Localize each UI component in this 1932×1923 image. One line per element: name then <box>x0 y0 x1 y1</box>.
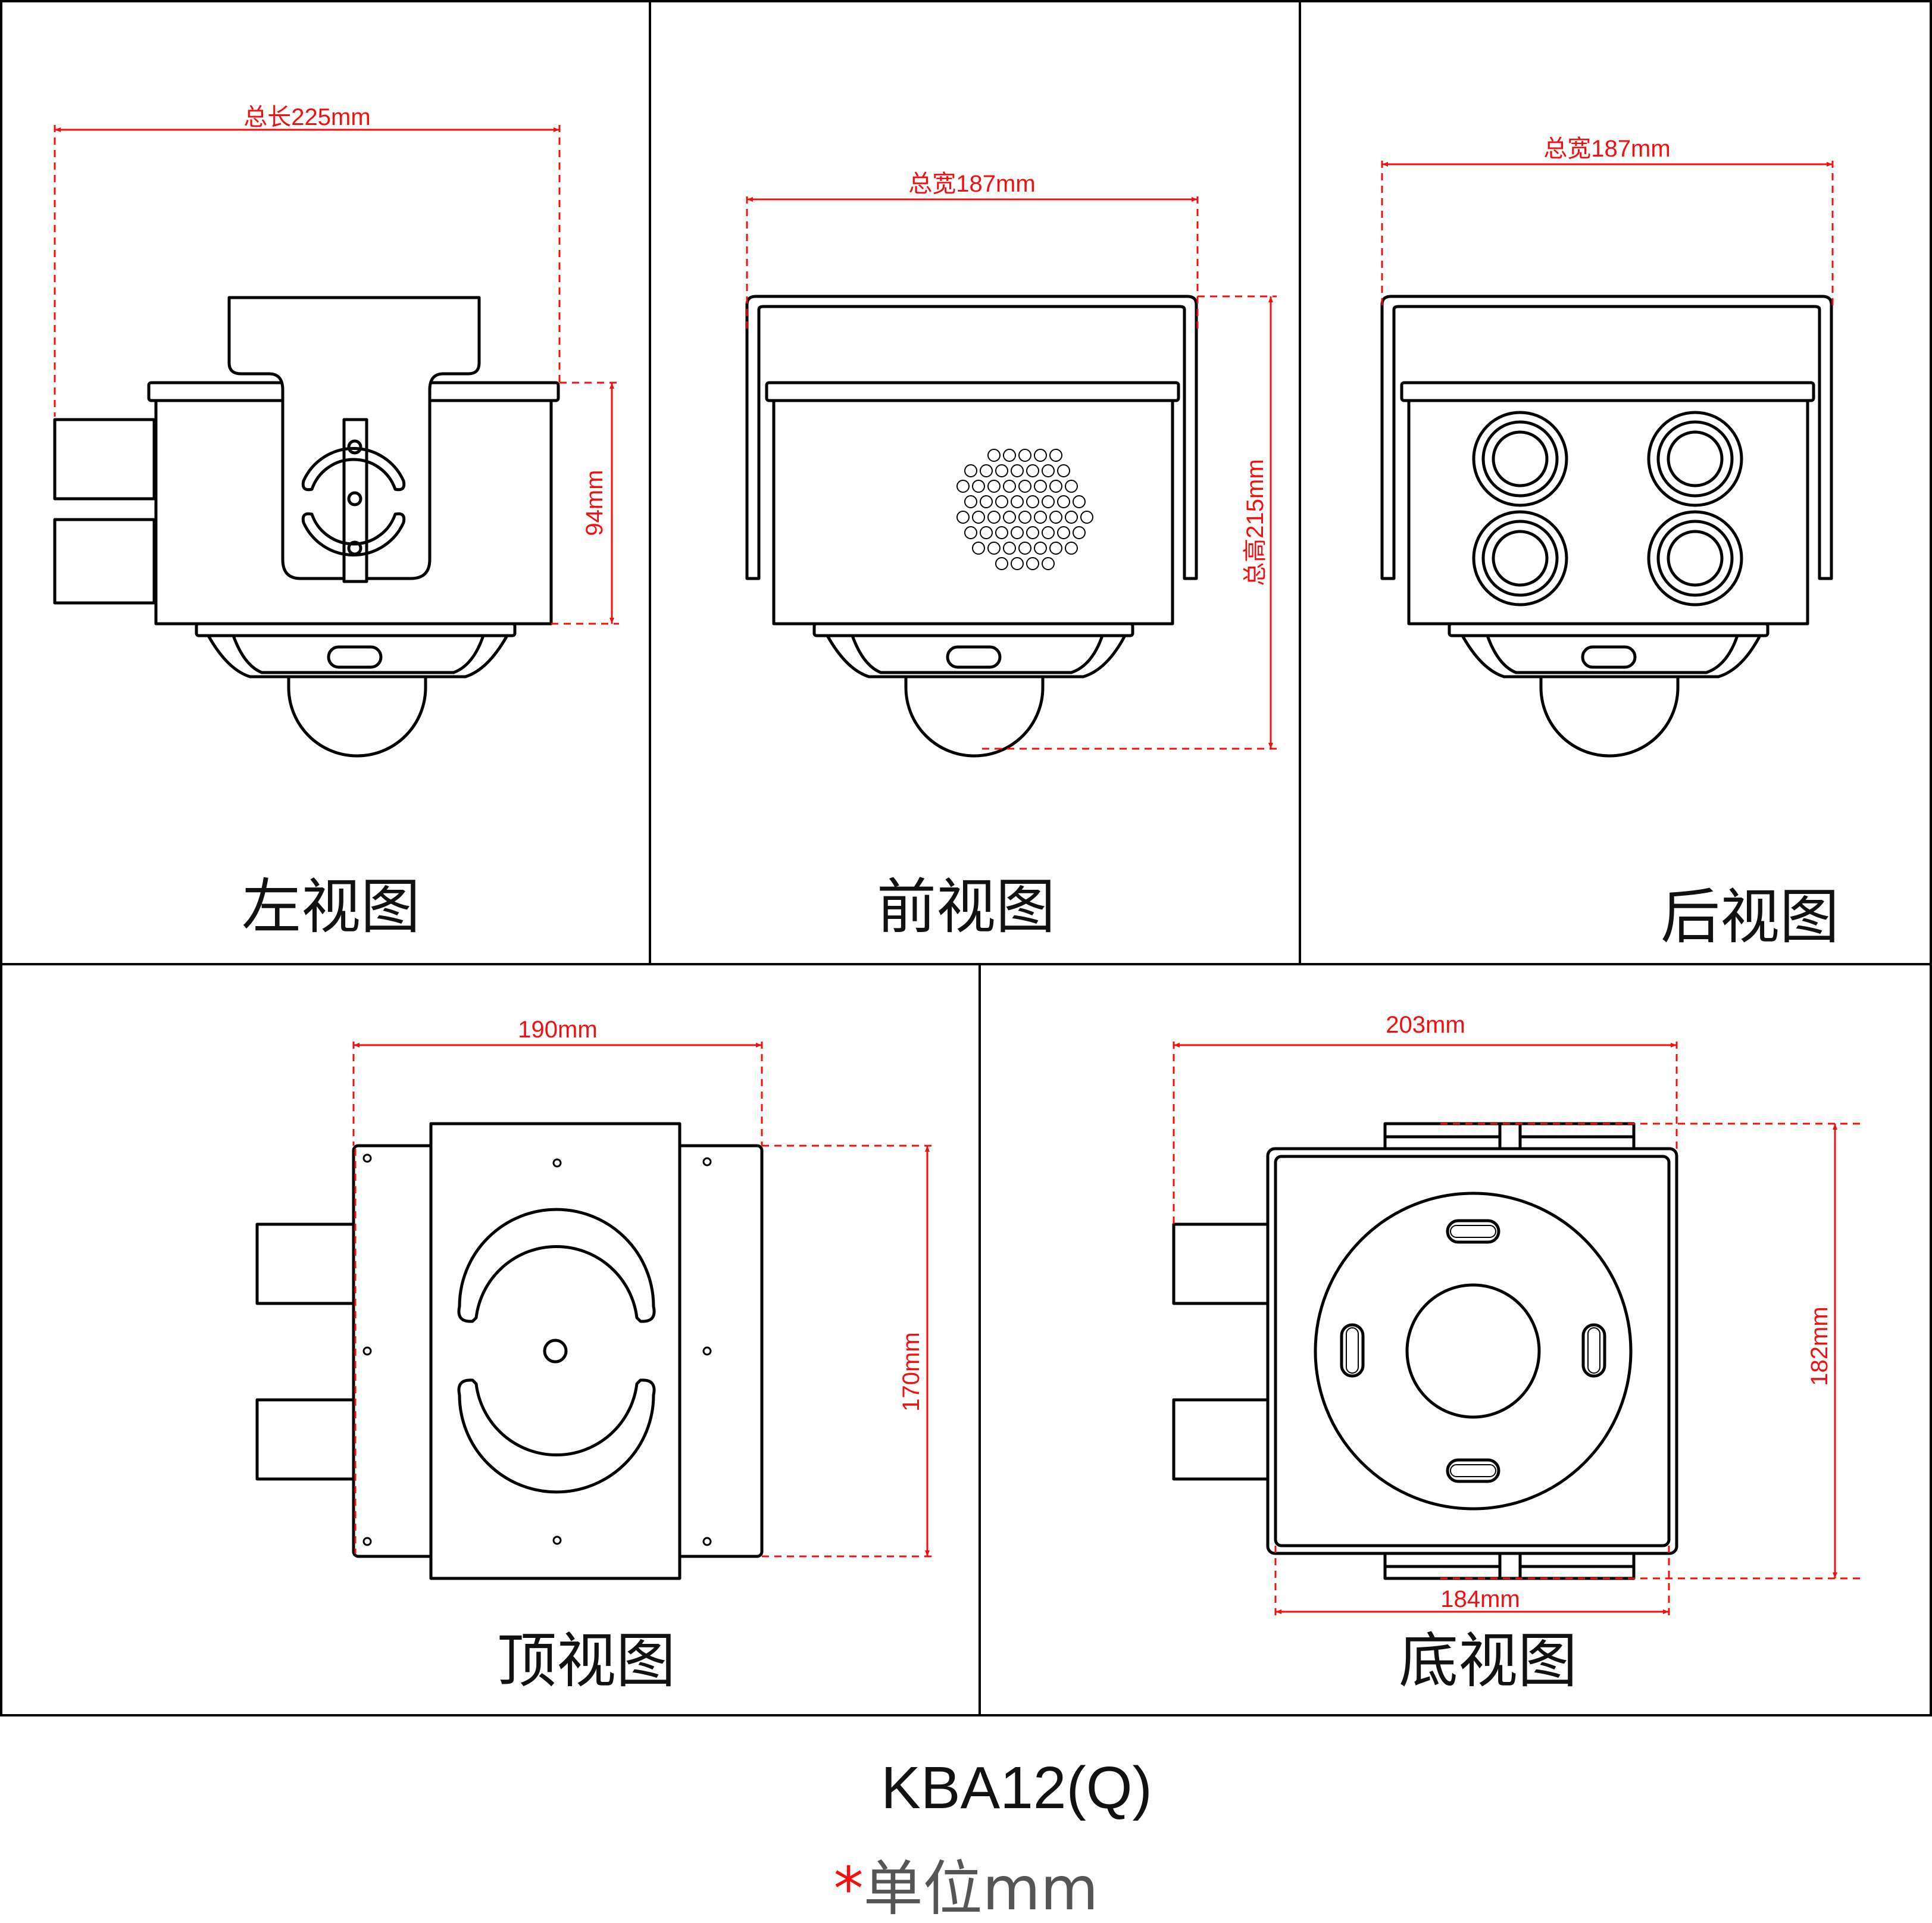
speaker-hole <box>1003 480 1016 493</box>
dimension-labels: 总长225mm 94mm 总宽187mm 总高215mm 总宽187mm 190… <box>243 104 1833 1612</box>
speaker-hole <box>1011 526 1024 539</box>
speaker-hole <box>1026 526 1039 539</box>
speaker-hole <box>1018 480 1031 493</box>
front-height-label: 总高215mm <box>1242 459 1268 586</box>
front-width-label: 总宽187mm <box>908 171 1035 197</box>
top-height-label: 170mm <box>898 1332 924 1411</box>
speaker-hole <box>1042 526 1055 539</box>
speaker-hole <box>980 526 993 539</box>
speaker-hole <box>956 480 970 493</box>
speaker-hole <box>1011 464 1024 477</box>
speaker-hole <box>1034 480 1047 493</box>
left-view-drawing <box>53 296 560 758</box>
speaker-hole <box>995 526 1008 539</box>
speaker-hole <box>987 449 1001 462</box>
panel-grid <box>0 0 1932 1716</box>
speaker-hole <box>1003 449 1016 462</box>
speaker-hole <box>1034 449 1047 462</box>
speaker-hole <box>1018 449 1031 462</box>
speaker-hole <box>1034 542 1047 555</box>
speaker-hole <box>995 464 1008 477</box>
model-number: KBA12(Q) <box>881 1755 1152 1821</box>
speaker-hole <box>980 464 993 477</box>
back-view-label: 后视图 <box>1661 882 1839 952</box>
front-view-drawing <box>745 295 1198 758</box>
speaker-hole <box>964 495 977 508</box>
bottom-view-drawing <box>1172 1122 1678 1580</box>
bottom-view-label: 底视图 <box>1399 1626 1577 1696</box>
top-view-label: 顶视图 <box>497 1626 676 1696</box>
speaker-hole <box>980 495 993 508</box>
speaker-hole <box>1049 480 1062 493</box>
dimension-lines <box>54 125 1860 1616</box>
speaker-hole <box>1026 495 1039 508</box>
back-width-label: 总宽187mm <box>1543 136 1670 162</box>
view-labels: 左视图 前视图 后视图 顶视图 底视图 <box>242 872 1839 1696</box>
speaker-hole <box>964 464 977 477</box>
speaker-hole <box>1026 557 1039 570</box>
speaker-hole <box>995 495 1008 508</box>
speaker-hole <box>972 542 985 555</box>
speaker-hole <box>1042 464 1055 477</box>
speaker-hole <box>1018 511 1031 524</box>
speaker-hole <box>1049 542 1062 555</box>
speaker-hole <box>1073 495 1086 508</box>
speaker-hole <box>1026 464 1039 477</box>
front-view-label: 前视图 <box>877 872 1055 942</box>
speaker-hole <box>1034 511 1047 524</box>
speaker-hole <box>1018 542 1031 555</box>
bottom-width-top-label: 203mm <box>1386 1012 1465 1038</box>
speaker-hole <box>972 511 985 524</box>
speaker-hole <box>1011 557 1024 570</box>
speaker-hole <box>1073 526 1086 539</box>
bottom-height-label: 182mm <box>1806 1306 1833 1386</box>
back-view-drawing <box>1380 295 1833 758</box>
speaker-hole <box>1042 495 1055 508</box>
left-height-label: 94mm <box>582 470 608 536</box>
speaker-hole <box>1042 557 1055 570</box>
speaker-hole <box>956 511 970 524</box>
speaker-hole <box>1057 495 1070 508</box>
top-width-label: 190mm <box>518 1017 597 1043</box>
speaker-hole <box>987 480 1001 493</box>
speaker-hole <box>995 557 1008 570</box>
left-view-label: 左视图 <box>242 872 420 942</box>
speaker-hole <box>1003 542 1016 555</box>
speaker-hole <box>1057 526 1070 539</box>
bottom-width-bottom-label: 184mm <box>1440 1586 1520 1612</box>
unit-note: *单位mm <box>834 1854 1099 1923</box>
speaker-hole <box>987 542 1001 555</box>
unit-asterisk: * <box>834 1854 864 1923</box>
speaker-hole <box>964 526 977 539</box>
speaker-hole <box>987 511 1001 524</box>
speaker-hole <box>1049 449 1062 462</box>
speaker-hole <box>1065 511 1078 524</box>
speaker-hole <box>1057 464 1070 477</box>
speaker-hole <box>1080 511 1093 524</box>
unit-text: 单位mm <box>864 1854 1099 1923</box>
speaker-hole <box>972 480 985 493</box>
speaker-hole <box>1011 495 1024 508</box>
speaker-hole <box>1065 542 1078 555</box>
speaker-grille <box>956 449 1093 570</box>
speaker-hole <box>1065 480 1078 493</box>
top-view-drawing <box>255 1122 764 1580</box>
speaker-hole <box>1003 511 1016 524</box>
left-length-label: 总长225mm <box>243 104 370 130</box>
speaker-hole <box>1049 511 1062 524</box>
